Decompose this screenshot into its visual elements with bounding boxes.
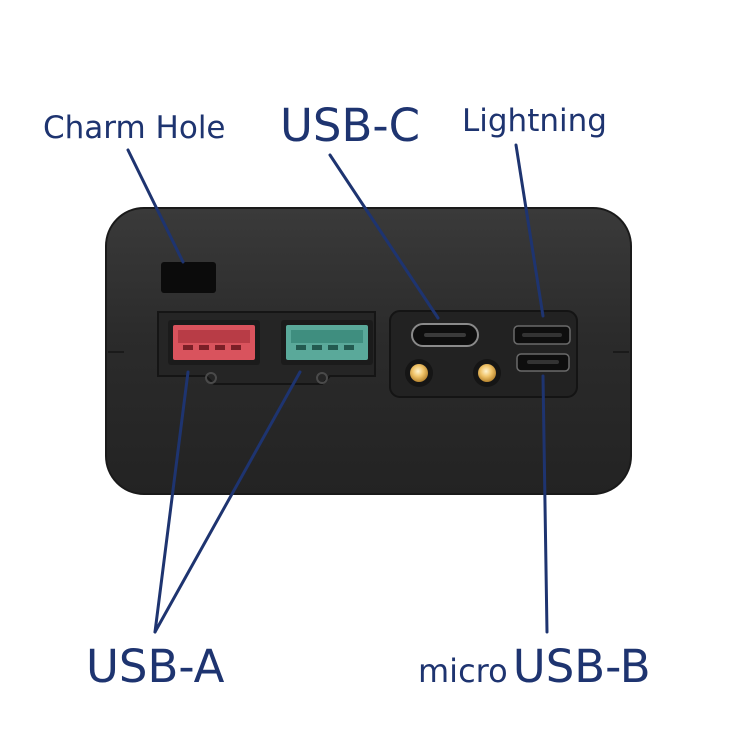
charm-hole bbox=[161, 262, 216, 293]
pogo-pin-left bbox=[405, 359, 433, 387]
leader-lines bbox=[126, 143, 549, 634]
usb-a-right-leader bbox=[153, 370, 302, 634]
usb-a-port-red bbox=[168, 320, 260, 365]
usb-b-label: USB-B bbox=[512, 640, 651, 693]
lightning-label: Lightning bbox=[462, 103, 607, 139]
micro-usb-b-label: micro USB-B bbox=[418, 644, 651, 689]
pogo-pin-right bbox=[473, 359, 501, 387]
charm-hole-label: Charm Hole bbox=[43, 110, 226, 146]
micro-prefix-label: micro bbox=[418, 652, 508, 690]
usb-c-leader bbox=[328, 153, 440, 320]
usb-c-port bbox=[411, 323, 479, 347]
usb-a-port-teal bbox=[281, 320, 373, 365]
usb-a-label: USB-A bbox=[86, 640, 225, 693]
lightning-port bbox=[513, 325, 571, 345]
lightning-leader bbox=[514, 143, 545, 318]
usb-c-label: USB-C bbox=[280, 99, 421, 152]
micro-usb-port bbox=[516, 353, 570, 372]
charm-hole-leader bbox=[126, 148, 185, 264]
micro-usb-leader bbox=[541, 374, 549, 634]
usb-a-left-leader bbox=[153, 370, 190, 634]
usb-symbol-icon bbox=[205, 372, 328, 384]
